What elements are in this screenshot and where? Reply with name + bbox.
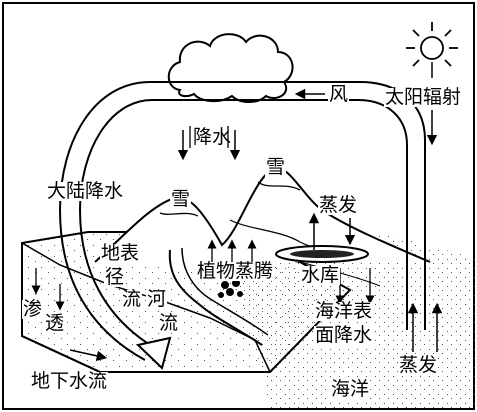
snow-line-right bbox=[257, 181, 301, 191]
precipitation-label: 降水 bbox=[193, 126, 232, 148]
snow-line-left bbox=[159, 212, 199, 217]
river-label-2: 流 bbox=[158, 312, 180, 334]
infiltration-label-2: 透 bbox=[44, 312, 66, 334]
surface-runoff-label-2: 径 bbox=[104, 266, 126, 288]
sun-icon bbox=[406, 22, 458, 67]
ocean-label: 海洋 bbox=[330, 378, 371, 400]
groundwater-flow-label: 地下水流 bbox=[30, 370, 109, 392]
infiltration-label-1: 渗 bbox=[22, 298, 44, 320]
evaporation-ocean-label: 蒸发 bbox=[398, 354, 439, 376]
circulation-loop-inner bbox=[78, 99, 408, 349]
plants-icon bbox=[218, 279, 243, 298]
loop-arrowhead bbox=[135, 336, 172, 370]
river-bank bbox=[181, 247, 269, 336]
evaporation-land-label: 蒸发 bbox=[318, 194, 359, 216]
ocean-precip-label-1: 海洋表 bbox=[314, 300, 374, 322]
land-front-edge bbox=[21, 243, 270, 373]
wind-label: 风 bbox=[328, 83, 350, 105]
mountain-left bbox=[94, 166, 431, 263]
river bbox=[168, 249, 263, 346]
sea-surface-line bbox=[299, 261, 381, 287]
snow-label-right: 雪 bbox=[265, 156, 287, 178]
reservoir-label: 水库 bbox=[300, 264, 341, 286]
ocean-precip-label-2: 面降水 bbox=[314, 324, 374, 346]
solar-radiation-label: 太阳辐射 bbox=[384, 86, 463, 108]
transpiration-label: 植物蒸腾 bbox=[196, 260, 275, 282]
groundwater-arrow bbox=[69, 349, 108, 362]
reservoir-water bbox=[290, 250, 354, 258]
surface-runoff-label-3: 流 bbox=[121, 288, 143, 310]
river-label-1: 河 bbox=[146, 288, 168, 310]
continental-precipitation-label: 大陆降水 bbox=[46, 180, 125, 202]
surface-runoff-label-1: 地表 bbox=[100, 242, 141, 264]
snow-label-left: 雪 bbox=[170, 188, 192, 210]
cloud-icon bbox=[167, 33, 294, 103]
